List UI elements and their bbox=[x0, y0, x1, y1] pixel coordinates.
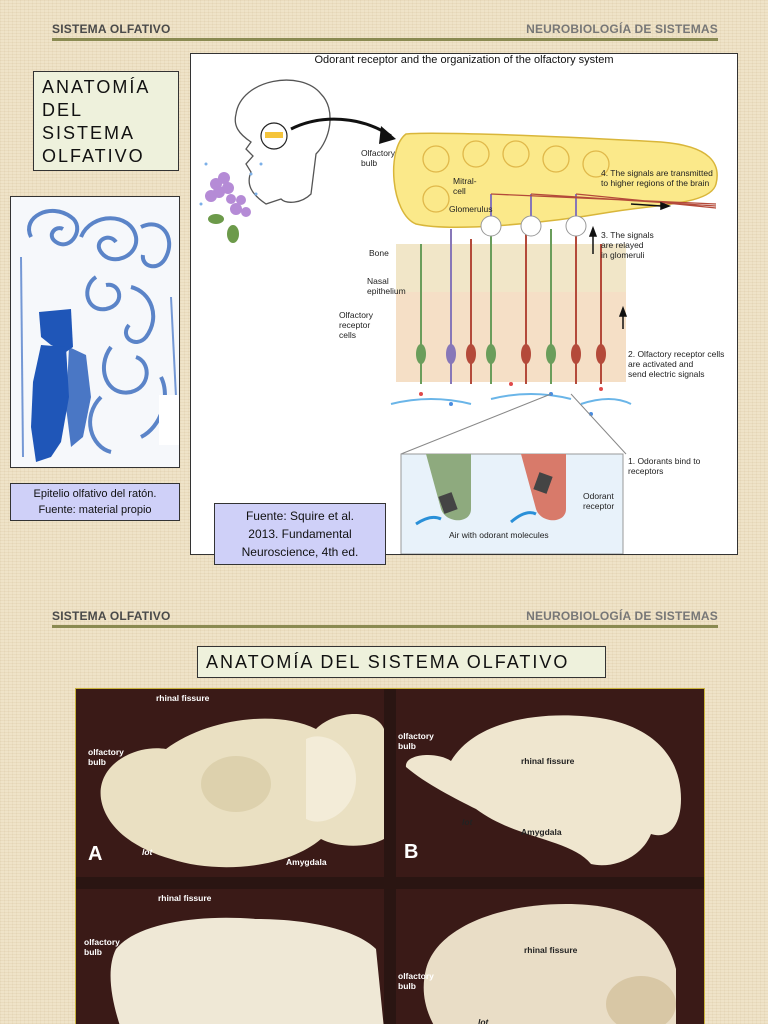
slide-title-box: ANATOMÍA DEL SISTEMA OLFATIVO bbox=[197, 646, 606, 678]
label-lot: lot bbox=[142, 847, 153, 857]
brain-ventral-drawing bbox=[100, 714, 384, 868]
label-rhinal-fissure: rhinal fissure bbox=[156, 693, 210, 703]
mouse-image-caption: Epitelio olfativo del ratón. Fuente: mat… bbox=[10, 483, 180, 521]
caption-line: Epitelio olfativo del ratón. bbox=[33, 488, 157, 500]
slide-title-box: ANATOMÍA DEL SISTEMA OLFATIVO bbox=[33, 71, 179, 171]
header-left-title: SISTEMA OLFATIVO bbox=[52, 22, 171, 36]
title-line: DEL bbox=[42, 100, 84, 120]
label-amygdala: Amygdala bbox=[521, 827, 562, 837]
title-line: SISTEMA bbox=[42, 123, 136, 143]
header-rule bbox=[52, 38, 718, 41]
slide-header: SISTEMA OLFATIVO NEUROBIOLOGÍA DE SISTEM… bbox=[52, 607, 718, 629]
caption-line: Neuroscience, 4th ed. bbox=[241, 545, 359, 559]
brain-lateral-large-drawing bbox=[423, 904, 676, 1024]
label-mitral-cell: Mitral-cell bbox=[453, 176, 477, 196]
title-line: OLFATIVO bbox=[42, 146, 145, 166]
label-lot: lot bbox=[462, 817, 473, 827]
olfactory-diagram bbox=[199, 79, 718, 554]
header-left-title: SISTEMA OLFATIVO bbox=[52, 609, 171, 623]
label-rhinal-fissure: rhinal fissure bbox=[158, 893, 212, 903]
caption-line: Fuente: material propio bbox=[38, 504, 152, 516]
mouse-epithelium-drawing bbox=[11, 197, 179, 467]
figure-title: Odorant receptor and the organization of… bbox=[314, 54, 614, 66]
panel-letter: B bbox=[404, 841, 419, 863]
label-rhinal-fissure: rhinal fissure bbox=[521, 756, 575, 766]
caption-line: Fuente: Squire et al. bbox=[245, 509, 355, 523]
slide-header: SISTEMA OLFATIVO NEUROBIOLOGÍA DE SISTEM… bbox=[52, 20, 718, 42]
label-glomerulus: Glomerulus bbox=[449, 204, 493, 214]
source-caption: Fuente: Squire et al. 2013. Fundamental … bbox=[214, 503, 386, 565]
brain-ventral-large-drawing bbox=[110, 917, 384, 1024]
title-line: ANATOMÍA bbox=[42, 77, 151, 97]
panel-letter: A bbox=[88, 843, 103, 865]
label-bone: Bone bbox=[369, 248, 389, 258]
header-right-title: NEUROBIOLOGÍA DE SISTEMAS bbox=[526, 22, 718, 36]
label-rhinal-fissure: rhinal fissure bbox=[524, 945, 578, 955]
label-air-odorant-molecules: Air with odorant molecules bbox=[449, 530, 549, 540]
label-lot: lot bbox=[478, 1017, 489, 1024]
brain-lateral-drawing bbox=[405, 715, 681, 866]
caption-line: 2013. Fundamental bbox=[248, 527, 352, 541]
olfactory-system-figure: Odorant receptor and the organization of… bbox=[190, 53, 738, 555]
header-right-title: NEUROBIOLOGÍA DE SISTEMAS bbox=[526, 609, 718, 623]
header-rule bbox=[52, 625, 718, 628]
slide-2: SISTEMA OLFATIVO NEUROBIOLOGÍA DE SISTEM… bbox=[0, 595, 768, 1024]
label-amygdala: Amygdala bbox=[286, 857, 327, 867]
mouse-epithelium-image bbox=[10, 196, 180, 468]
slide-1: SISTEMA OLFATIVO NEUROBIOLOGÍA DE SISTEM… bbox=[10, 20, 738, 565]
